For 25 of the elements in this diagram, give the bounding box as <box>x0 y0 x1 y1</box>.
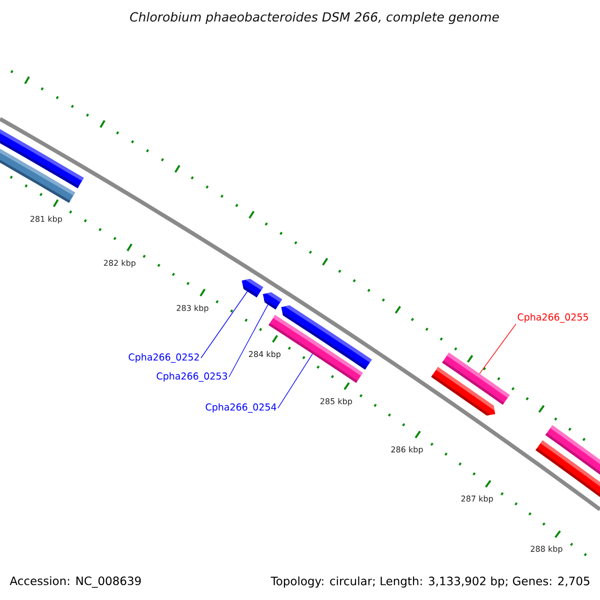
gene-label: Cpha266_0252 <box>128 353 199 363</box>
footer-text: Topology: circular; Length: 3,133,902 bp; Genes: 2,705 <box>270 576 590 588</box>
footer-text: Accession: NC_008639 <box>10 576 141 588</box>
gene-label: Cpha266_0254 <box>206 403 276 413</box>
scale-label: 288 kbp <box>530 546 562 554</box>
scale-label: 282 kbp <box>104 260 136 268</box>
leader-line <box>228 304 268 378</box>
title: Chlorobium phaeobacteroides DSM 266, complete genome <box>130 12 499 24</box>
leader-line <box>200 291 248 358</box>
scale-label: 283 kbp <box>176 304 208 313</box>
gene-bar <box>431 367 496 416</box>
gene-bar <box>0 148 76 203</box>
scale-label: 286 kbp <box>391 446 423 454</box>
gene-bar <box>268 315 363 383</box>
gene-bar <box>242 278 264 298</box>
leader-line <box>278 354 313 408</box>
scale-label: 285 kbp <box>320 398 352 406</box>
gene-label: Cpha266_0255 <box>518 313 588 323</box>
leader-line <box>479 324 516 374</box>
gene-bar <box>262 292 282 310</box>
scale-label: 287 kbp <box>461 495 493 504</box>
scale-label: 284 kbp <box>248 350 281 359</box>
gene-label: Cpha266_0253 <box>156 372 228 382</box>
scale-label: 281 kbp <box>30 216 62 224</box>
gene-bar <box>536 440 600 497</box>
